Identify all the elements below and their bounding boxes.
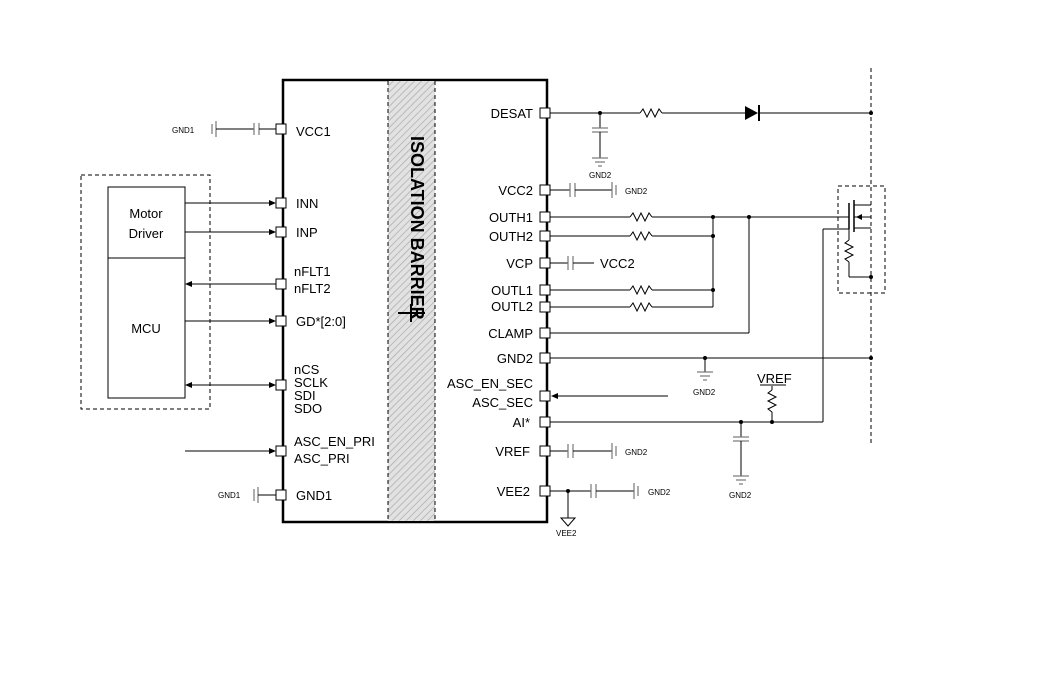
desat-resistor xyxy=(639,107,663,119)
pin-gnd2: GND2 xyxy=(497,351,533,366)
pin-vcc1: VCC1 xyxy=(296,124,331,139)
motor-driver-label-1: Motor xyxy=(129,206,163,221)
outl2-resistor xyxy=(629,301,653,313)
pin-gd: GD*[2:0] xyxy=(296,314,346,329)
right-pin-pads xyxy=(539,107,551,497)
pin-ncs: nCS xyxy=(294,362,320,377)
sense-resistor xyxy=(843,239,855,263)
pin-outl1: OUTL1 xyxy=(491,283,533,298)
pin-asc-en-sec: ASC_EN_SEC xyxy=(447,376,533,391)
net-gnd2-vref: GND2 xyxy=(625,448,648,457)
net-vee2-symbol: VEE2 xyxy=(556,529,577,538)
right-wiring xyxy=(550,68,886,527)
pin-nflt2: nFLT2 xyxy=(294,281,331,296)
pin-gnd1: GND1 xyxy=(296,488,332,503)
pin-inn: INN xyxy=(296,196,318,211)
net-vref-ext: VREF xyxy=(757,371,792,386)
vref-pullup-resistor xyxy=(766,389,778,413)
vee2-supply-symbol xyxy=(559,517,577,527)
isolation-barrier-label: ISOLATION BARRIER xyxy=(407,136,427,320)
pin-outh1: OUTH1 xyxy=(489,210,533,225)
mcu-label: MCU xyxy=(131,321,161,336)
net-gnd2-desat: GND2 xyxy=(589,171,612,180)
pin-vcc2: VCC2 xyxy=(498,183,533,198)
pin-vcp: VCP xyxy=(506,256,533,271)
pin-outh2: OUTH2 xyxy=(489,229,533,244)
mosfet-arrow xyxy=(856,214,862,220)
power-switch-box xyxy=(837,185,886,294)
outh2-resistor xyxy=(629,230,653,242)
net-gnd2-ai: GND2 xyxy=(729,491,752,500)
pin-asc-sec: ASC_SEC xyxy=(472,395,533,410)
left-pin-pads xyxy=(275,123,287,501)
left-wiring xyxy=(185,121,276,503)
controller-dashed-box xyxy=(80,174,211,410)
pin-sdo: SDO xyxy=(294,401,322,416)
pin-asc-en-pri: ASC_EN_PRI xyxy=(294,434,375,449)
pin-vref: VREF xyxy=(495,444,530,459)
pin-sclk: SCLK xyxy=(294,375,328,390)
outl1-resistor xyxy=(629,284,653,296)
net-gnd2-vee2: GND2 xyxy=(648,488,671,497)
pin-nflt1: nFLT1 xyxy=(294,264,331,279)
mcu-block xyxy=(107,186,186,399)
net-gnd2-main: GND2 xyxy=(693,388,716,397)
pin-outl2: OUTL2 xyxy=(491,299,533,314)
pin-vee2: VEE2 xyxy=(497,484,530,499)
pin-inp: INP xyxy=(296,225,318,240)
pin-ai: AI* xyxy=(513,415,530,430)
pin-clamp: CLAMP xyxy=(488,326,533,341)
pin-desat: DESAT xyxy=(491,106,533,121)
desat-diode xyxy=(745,106,758,120)
net-gnd1-top: GND1 xyxy=(172,126,195,135)
outh1-resistor xyxy=(629,211,653,223)
net-vcc2-vcp: VCC2 xyxy=(600,256,635,271)
pin-sdi: SDI xyxy=(294,388,316,403)
net-gnd1-bottom: GND1 xyxy=(218,491,241,500)
pin-asc-pri: ASC_PRI xyxy=(294,451,350,466)
net-gnd2-vcc2: GND2 xyxy=(625,187,648,196)
isolation-barrier xyxy=(388,81,435,521)
motor-driver-label-2: Driver xyxy=(129,226,164,241)
